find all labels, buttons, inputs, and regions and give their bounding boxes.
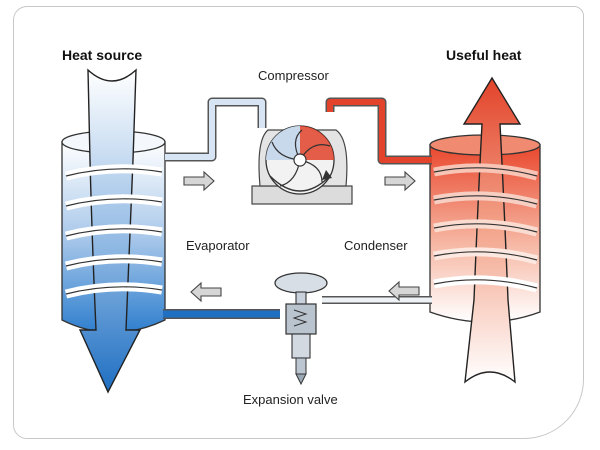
flow-arrow-icon [190,281,222,303]
refrigerant-pipes [163,97,432,319]
compressor-label: Compressor [258,68,329,83]
condenser-coil [433,163,539,293]
heat-source-label: Heat source [62,47,142,63]
useful-heat-flow-arrow-icon [462,76,522,384]
flow-arrows [183,170,420,303]
flow-arrow-icon [183,170,215,192]
flow-arrow-icon [384,170,416,192]
evaporator-label: Evaporator [186,238,250,253]
condenser-label: Condenser [344,238,408,253]
expansion-valve-label: Expansion valve [243,392,338,407]
compressor [251,125,353,205]
evaporator-coil [64,164,163,299]
flow-arrow-icon [388,280,420,302]
condenser-unit [429,76,541,384]
useful-heat-label: Useful heat [446,47,522,63]
evaporator-unit [61,68,166,394]
expansion-valve-icon [274,272,328,386]
